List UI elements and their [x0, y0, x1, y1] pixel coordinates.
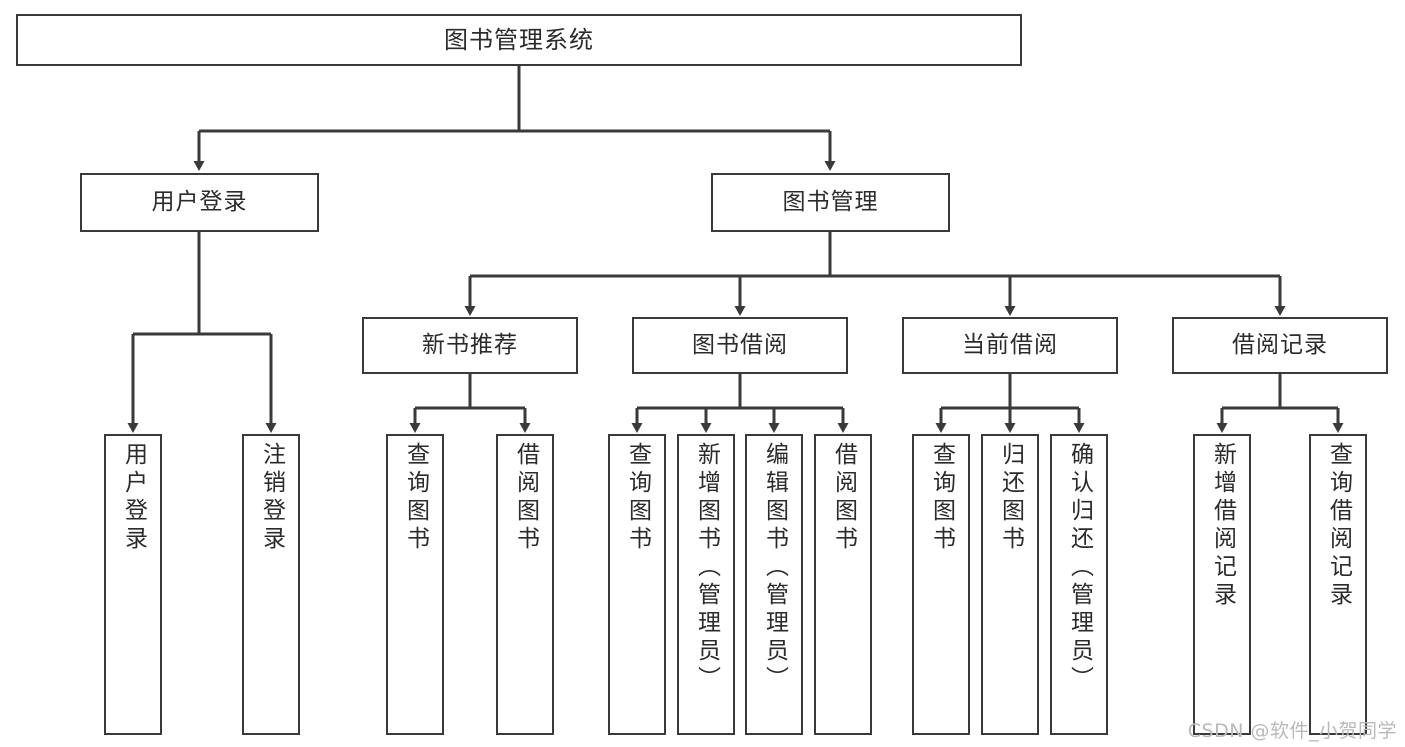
node-leaf-return-book[interactable]: 归还图书 — [981, 434, 1039, 735]
node-borrow-record[interactable]: 借阅记录 — [1172, 317, 1388, 374]
node-leaf-query-book-3[interactable]: 查询图书 — [912, 434, 970, 735]
node-new-book-recommend[interactable]: 新书推荐 — [362, 317, 578, 374]
node-leaf-query-book-1-label: 查询图书 — [402, 442, 429, 554]
node-leaf-confirm-return[interactable]: 确认归还（管理员） — [1050, 434, 1108, 735]
node-book-manage[interactable]: 图书管理 — [711, 173, 950, 232]
node-leaf-confirm-return-label: 确认归还（管理员） — [1066, 442, 1093, 694]
node-book-borrow[interactable]: 图书借阅 — [632, 317, 848, 374]
node-root-label: 图书管理系统 — [444, 25, 594, 54]
node-root-system[interactable]: 图书管理系统 — [16, 14, 1022, 66]
node-leaf-borrow-book-2[interactable]: 借阅图书 — [814, 434, 872, 735]
node-leaf-add-record-label: 新增借阅记录 — [1209, 442, 1236, 610]
node-leaf-add-book-label: 新增图书（管理员） — [693, 442, 720, 694]
node-leaf-borrow-book-1-label: 借阅图书 — [512, 442, 539, 554]
csdn-watermark: CSDN @软件_小贺同学 — [1187, 720, 1397, 742]
node-user-login[interactable]: 用户登录 — [80, 173, 319, 232]
node-book-manage-label: 图书管理 — [782, 188, 879, 215]
node-leaf-add-record[interactable]: 新增借阅记录 — [1193, 434, 1251, 735]
node-leaf-user-login[interactable]: 用户登录 — [104, 434, 162, 735]
node-current-borrow[interactable]: 当前借阅 — [902, 317, 1118, 374]
node-borrow-record-label: 借阅记录 — [1232, 331, 1328, 358]
node-leaf-borrow-book-1[interactable]: 借阅图书 — [496, 434, 554, 735]
node-leaf-return-book-label: 归还图书 — [997, 442, 1024, 554]
node-new-book-recommend-label: 新书推荐 — [422, 331, 518, 358]
node-leaf-borrow-book-2-label: 借阅图书 — [830, 442, 857, 554]
node-leaf-edit-book[interactable]: 编辑图书（管理员） — [745, 434, 803, 735]
node-leaf-query-record-label: 查询借阅记录 — [1325, 442, 1352, 610]
node-leaf-add-book[interactable]: 新增图书（管理员） — [677, 434, 735, 735]
node-leaf-user-login-label: 用户登录 — [120, 442, 147, 554]
node-user-login-label: 用户登录 — [151, 188, 248, 215]
node-current-borrow-label: 当前借阅 — [962, 331, 1058, 358]
node-leaf-query-book-2[interactable]: 查询图书 — [608, 434, 666, 735]
node-leaf-query-record[interactable]: 查询借阅记录 — [1309, 434, 1367, 735]
node-book-borrow-label: 图书借阅 — [692, 331, 788, 358]
node-leaf-logout-login-label: 注销登录 — [258, 442, 285, 554]
node-leaf-edit-book-label: 编辑图书（管理员） — [761, 442, 788, 694]
node-leaf-query-book-1[interactable]: 查询图书 — [386, 434, 444, 735]
node-leaf-query-book-3-label: 查询图书 — [928, 442, 955, 554]
node-leaf-logout-login[interactable]: 注销登录 — [242, 434, 300, 735]
node-leaf-query-book-2-label: 查询图书 — [624, 442, 651, 554]
